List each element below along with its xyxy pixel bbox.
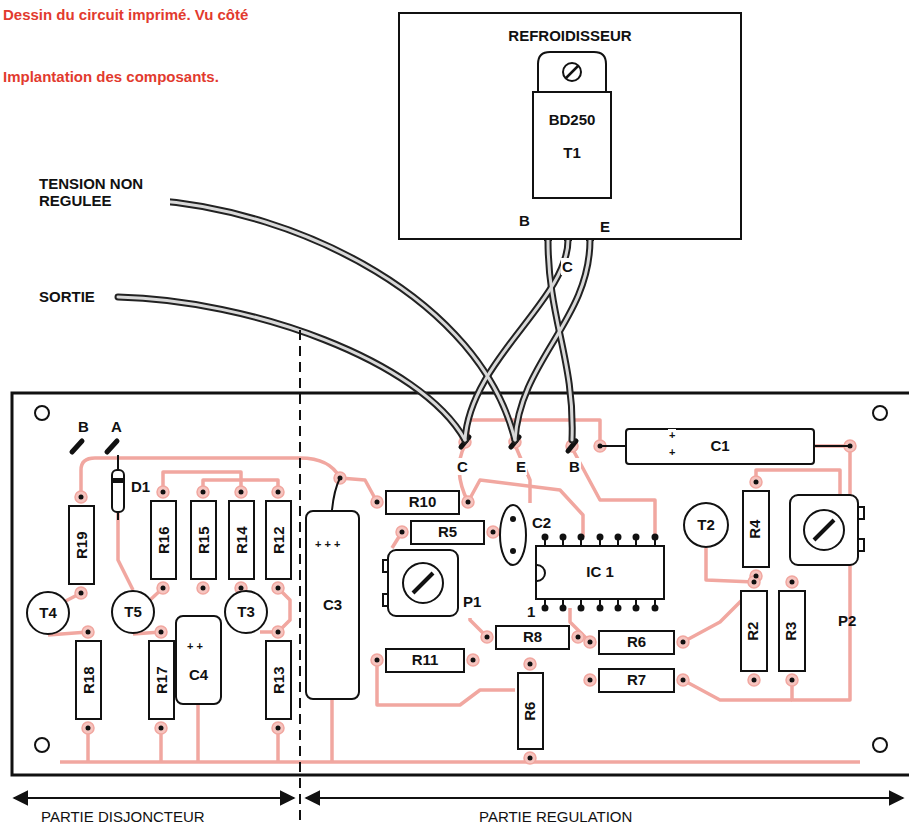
component-outline: REFROIDISSEUR BD250T1 bbox=[398, 12, 742, 240]
part-name: R2 bbox=[746, 621, 763, 640]
component-outline: R12 bbox=[265, 500, 292, 580]
part-name: P1 bbox=[463, 594, 481, 611]
extent-arrow bbox=[306, 797, 903, 799]
component-outline: C4 bbox=[175, 615, 222, 705]
part-name: R4 bbox=[748, 519, 765, 538]
component-outline: P1 bbox=[383, 548, 488, 618]
part-name: P2 bbox=[838, 613, 856, 630]
annotation-label: + bbox=[668, 429, 676, 442]
annotation-label: C bbox=[456, 458, 469, 475]
part-name: C3 bbox=[323, 597, 342, 614]
annotation-label: SORTIE bbox=[38, 288, 96, 305]
part-name: C2 bbox=[532, 515, 551, 532]
part-name: T3 bbox=[237, 604, 255, 621]
component-outline: BD250T1 bbox=[532, 52, 612, 199]
component-outline: R15 bbox=[190, 500, 217, 580]
part-name: R5 bbox=[438, 524, 457, 541]
part-name: R8 bbox=[523, 629, 542, 646]
annotation-label: PARTIE DISJONCTEUR bbox=[40, 808, 206, 825]
annotation-label: B bbox=[568, 458, 581, 475]
pad-holes bbox=[79, 444, 853, 761]
component-outline: T3 bbox=[224, 590, 268, 634]
component-outline: R16 bbox=[150, 500, 177, 580]
component-outline: R10 bbox=[385, 490, 460, 515]
part-name: R19 bbox=[73, 531, 90, 559]
part-name: R6 bbox=[627, 634, 646, 651]
annotation-label: + + + bbox=[314, 538, 341, 551]
terminal-marks bbox=[72, 437, 576, 452]
annotation-label: E bbox=[599, 218, 611, 235]
diode-symbol bbox=[112, 470, 124, 512]
annotation-label: C bbox=[561, 258, 574, 275]
mounting-holes bbox=[35, 406, 887, 752]
component-outline: R13 bbox=[265, 640, 292, 720]
part-name: T2 bbox=[697, 517, 715, 534]
part-name: R11 bbox=[412, 652, 439, 669]
component-outline: T2 bbox=[683, 502, 729, 548]
part-name: R6 bbox=[522, 701, 539, 720]
copper-traces bbox=[48, 420, 860, 762]
pcb-board bbox=[12, 393, 909, 775]
component-outline: R5 bbox=[410, 520, 485, 545]
part-name: R18 bbox=[80, 666, 97, 694]
section-divider bbox=[299, 330, 301, 826]
annotation-label: + + bbox=[186, 640, 204, 653]
part-name: R7 bbox=[627, 672, 646, 689]
component-outline: R8 bbox=[495, 625, 570, 650]
part-name: R15 bbox=[195, 526, 212, 554]
part-name: R14 bbox=[233, 526, 250, 554]
component-outline: R2 bbox=[740, 590, 768, 672]
annotation-label: Implantation des composants. bbox=[2, 68, 220, 85]
solder-pads bbox=[75, 436, 856, 764]
part-name: IC 1 bbox=[586, 564, 614, 581]
component-outline: IC 1 bbox=[535, 545, 665, 600]
component-outline: R4 bbox=[742, 490, 770, 568]
component-outline: R7 bbox=[598, 668, 675, 693]
component-outline: R19 bbox=[68, 505, 95, 585]
annotation-label: E bbox=[515, 458, 527, 475]
component-outline: R6 bbox=[598, 630, 675, 655]
extent-arrow bbox=[14, 797, 294, 799]
annotation-label: B bbox=[518, 212, 531, 229]
part-name: T4 bbox=[39, 605, 57, 622]
annotation-label: TENSION NON REGULEE bbox=[38, 175, 170, 210]
part-name: R16 bbox=[155, 526, 172, 554]
annotation-label: D1 bbox=[130, 478, 151, 495]
component-outline: R11 bbox=[385, 648, 465, 673]
part-name: R13 bbox=[270, 666, 287, 694]
annotation-label: B bbox=[77, 418, 90, 435]
annotation-label: + bbox=[668, 446, 676, 459]
part-name: T5 bbox=[124, 604, 142, 621]
component-outline: R14 bbox=[228, 500, 255, 580]
annotation-label: PARTIE REGULATION bbox=[478, 808, 633, 825]
annotation-label: 1 bbox=[526, 603, 536, 620]
annotation-label: Dessin du circuit imprimé. Vu côté bbox=[2, 6, 249, 23]
part-name: R12 bbox=[270, 526, 287, 554]
component-outline: R6 bbox=[517, 672, 544, 750]
part-name: T1 bbox=[563, 145, 581, 162]
annotation-label: A bbox=[110, 418, 123, 435]
part-name: BD250 bbox=[549, 112, 596, 129]
component-outline: T4 bbox=[26, 591, 70, 635]
ic-notch bbox=[535, 545, 555, 600]
part-name: C1 bbox=[710, 438, 729, 455]
part-name: R17 bbox=[153, 666, 170, 694]
part-name: R3 bbox=[784, 621, 801, 640]
component-outline: R17 bbox=[148, 640, 175, 720]
part-name: REFROIDISSEUR bbox=[508, 28, 631, 45]
component-outline: R18 bbox=[75, 640, 102, 720]
part-name: R10 bbox=[409, 494, 437, 511]
part-name: C4 bbox=[189, 667, 208, 684]
component-outline: R3 bbox=[778, 590, 806, 672]
component-outline: C1 bbox=[625, 428, 815, 465]
component-outline: T5 bbox=[111, 590, 155, 634]
